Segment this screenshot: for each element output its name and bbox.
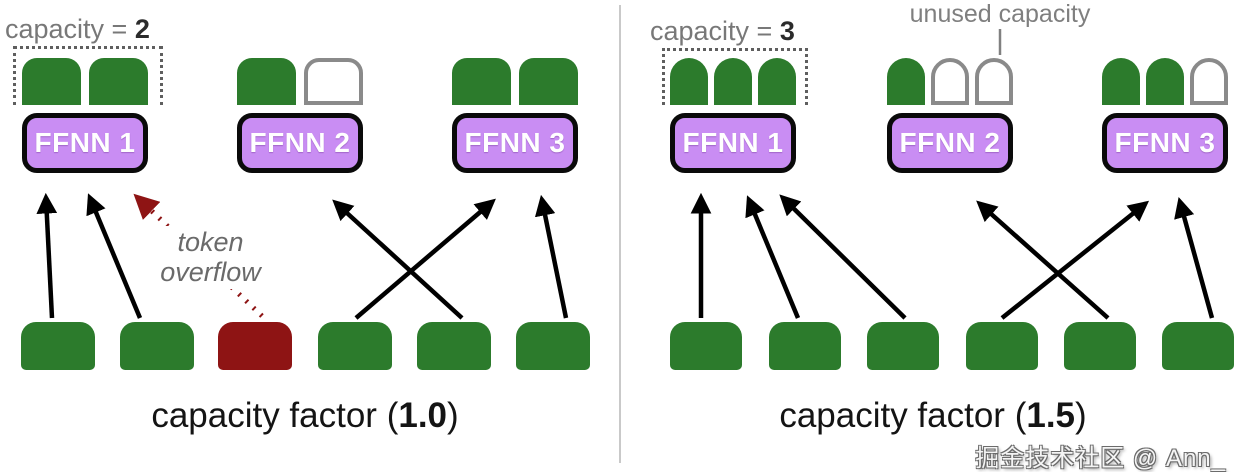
ffnn-box: FFNN 3 [452, 113, 578, 173]
token [1162, 322, 1234, 370]
token-overflow-line2: overflow [160, 256, 261, 287]
capacity-dotted-outline-left [13, 46, 163, 105]
ffnn-box: FFNN 2 [887, 113, 1013, 173]
expert-right-ffnn2: FFNN 2 [887, 58, 1013, 173]
token [867, 322, 939, 370]
arrow-right-token4-to-ffnn3 [1000, 200, 1150, 320]
token [21, 322, 95, 370]
arrow-left-token2-to-ffnn1 [86, 193, 143, 319]
watermark: 掘金技术社区 @ Ann_ [975, 445, 1226, 472]
expert-right-ffnn1: FFNN 1 [670, 58, 796, 173]
token [670, 322, 742, 370]
capacity-slot [452, 58, 511, 105]
capacity-slot [931, 58, 969, 105]
caption-left: capacity factor (1.0) [0, 396, 610, 436]
unused-capacity-label: unused capacity [909, 0, 1091, 28]
arrow-right-token3-to-ffnn1 [779, 194, 907, 320]
expert-left-ffnn1: FFNN 1 [22, 58, 148, 173]
arrow-left-token1-to-ffnn1 [36, 192, 58, 319]
slot-row [887, 58, 1013, 105]
expert-right-ffnn3: FFNN 3 [1102, 58, 1228, 173]
token-overflow-line1: token [177, 227, 244, 257]
token-overflow-label: token overflow [138, 226, 283, 290]
slot-row [670, 58, 796, 105]
panel-divider [619, 5, 621, 463]
capacity-slot [887, 58, 925, 105]
caption-value: 1.0 [398, 396, 448, 435]
arrow-left-token4-to-ffnn3 [354, 198, 496, 320]
slot-row [452, 58, 578, 105]
capacity-slot [22, 58, 81, 105]
capacity-slot [714, 58, 752, 105]
capacity-label-right: capacity = 3 [650, 16, 795, 47]
token [966, 322, 1038, 370]
ffnn-box: FFNN 1 [22, 113, 148, 173]
capacity-slot [758, 58, 796, 105]
token-overflow [218, 322, 292, 370]
capacity-label-left: capacity = 2 [5, 14, 150, 45]
expert-left-ffnn3: FFNN 3 [452, 58, 578, 173]
token [417, 322, 491, 370]
arrow-left-token6-to-ffnn3 [534, 194, 569, 319]
capacity-slot [1190, 58, 1228, 105]
capacity-label-value: 2 [134, 14, 150, 44]
capacity-label-text: capacity = [5, 14, 128, 44]
capacity-slot [89, 58, 148, 105]
caption-suffix: ) [447, 396, 459, 435]
slot-row [22, 58, 148, 105]
slot-row [1102, 58, 1228, 105]
token [120, 322, 194, 370]
ffnn-box: FFNN 1 [670, 113, 796, 173]
arrow-right-token5-to-ffnn2 [976, 200, 1110, 320]
token [1064, 322, 1136, 370]
caption-prefix: capacity factor ( [151, 396, 399, 435]
arrow-right-token2-to-ffnn1 [745, 195, 801, 319]
token [318, 322, 392, 370]
slot-row [237, 58, 363, 105]
ffnn-box: FFNN 3 [1102, 113, 1228, 173]
expert-left-ffnn2: FFNN 2 [237, 58, 363, 173]
arrow-left-token5-to-ffnn2 [332, 199, 464, 320]
caption-right: capacity factor (1.5) [628, 396, 1238, 436]
capacity-slot [1102, 58, 1140, 105]
capacity-slot [519, 58, 578, 105]
capacity-dotted-outline-right [662, 48, 808, 105]
capacity-slot [670, 58, 708, 105]
capacity-label-value: 3 [779, 16, 795, 46]
caption-suffix: ) [1075, 396, 1087, 435]
capacity-slot [237, 58, 296, 105]
caption-value: 1.5 [1026, 396, 1076, 435]
capacity-slot [975, 58, 1013, 105]
capacity-label-text: capacity = [650, 16, 773, 46]
token [516, 322, 590, 370]
token [769, 322, 841, 370]
capacity-slot [304, 58, 363, 105]
arrow-right-token6-to-ffnn3 [1174, 197, 1215, 319]
capacity-slot [1146, 58, 1184, 105]
ffnn-box: FFNN 2 [237, 113, 363, 173]
caption-prefix: capacity factor ( [779, 396, 1027, 435]
